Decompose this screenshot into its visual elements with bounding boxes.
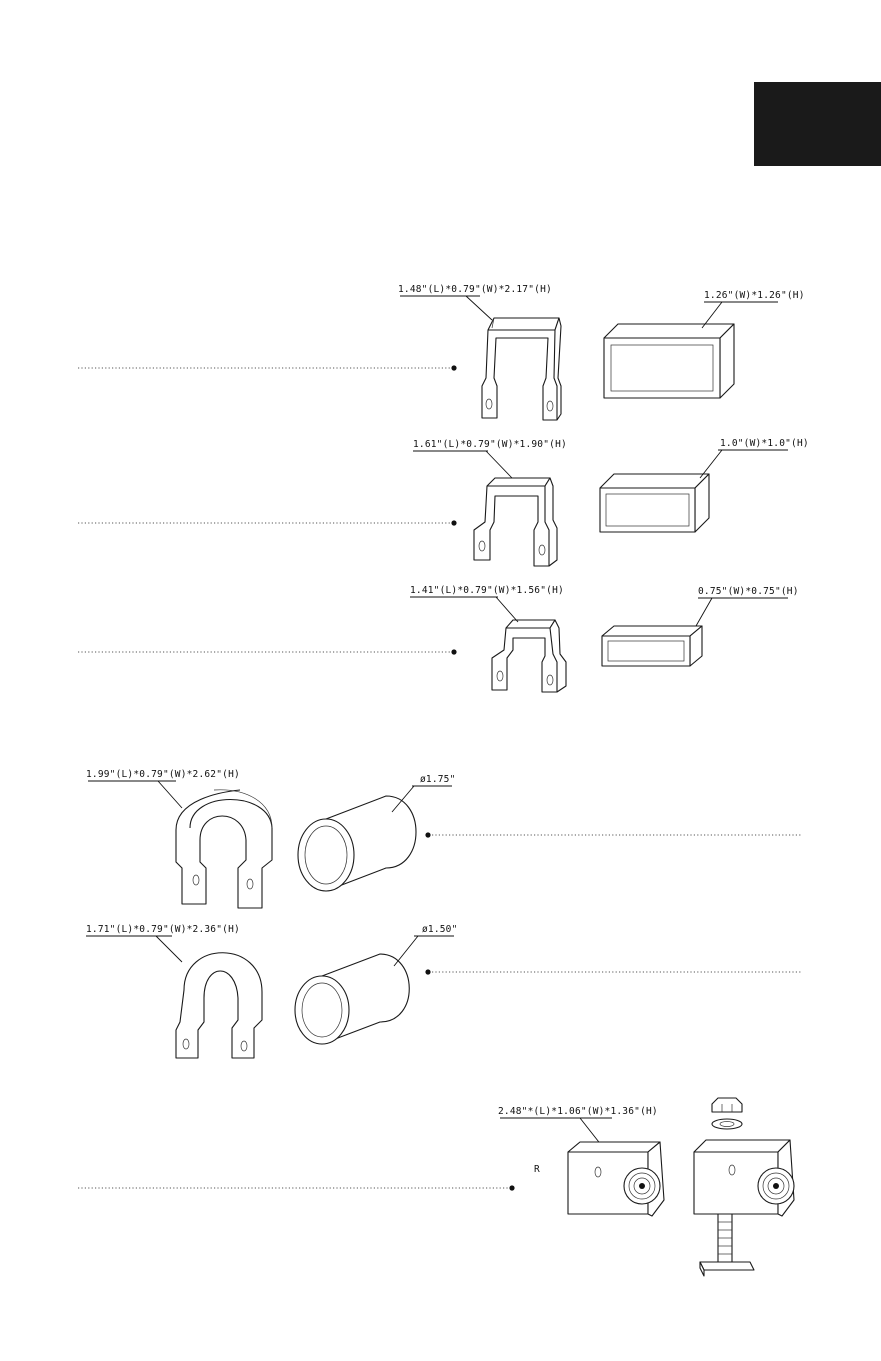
round-clamp-drawing xyxy=(176,953,262,1058)
square-tube-drawing xyxy=(604,324,734,398)
bracket-mount-drawing xyxy=(568,1142,664,1216)
square-clamp-drawing xyxy=(482,318,561,420)
dimension-label: 0.75"(W)*0.75"(H) xyxy=(698,586,799,597)
dimension-leader xyxy=(394,936,418,966)
dimension-label: 1.0"(W)*1.0"(H) xyxy=(720,438,809,449)
dimension-leader xyxy=(156,936,182,962)
leader-dotted-line xyxy=(78,520,457,525)
dimension-label: 2.48"*(L)*1.06"(W)*1.36"(H) xyxy=(498,1106,658,1117)
square-clamp-drawing xyxy=(474,478,557,566)
dimension-leader xyxy=(696,598,712,626)
side-marker: R xyxy=(534,1164,540,1175)
dimension-label: 1.48"(L)*0.79"(W)*2.17"(H) xyxy=(398,284,552,295)
dimension-label: 1.99"(L)*0.79"(W)*2.62"(H) xyxy=(86,769,240,780)
square-clamp-drawing xyxy=(492,620,566,692)
dimension-label: 1.71"(L)*0.79"(W)*2.36"(H) xyxy=(86,924,240,935)
dimension-leader xyxy=(700,450,722,478)
round-clamp-drawing xyxy=(176,790,272,908)
round-tube-drawing xyxy=(295,954,409,1044)
dimension-label: 1.61"(L)*0.79"(W)*1.90"(H) xyxy=(413,439,567,450)
bracket-mount-exploded-drawing xyxy=(694,1098,794,1276)
dimension-leader xyxy=(496,597,518,622)
dimension-label: ø1.50" xyxy=(422,924,458,935)
square-tube-drawing xyxy=(602,626,702,666)
round-tube-drawing xyxy=(298,796,416,891)
square-tube-drawing xyxy=(600,474,709,532)
dimension-label: 1.26"(W)*1.26"(H) xyxy=(704,290,805,301)
leader-dotted-line xyxy=(78,1185,515,1190)
dimension-label: 1.41"(L)*0.79"(W)*1.56"(H) xyxy=(410,585,564,596)
leader-dotted-line xyxy=(78,649,457,654)
leader-dotted-line xyxy=(425,832,802,837)
leader-dotted-line xyxy=(425,969,802,974)
dimension-label: ø1.75" xyxy=(420,774,456,785)
dimension-leader xyxy=(486,451,512,478)
dimension-leader xyxy=(466,296,492,320)
dimension-leader xyxy=(158,781,182,808)
leader-dotted-line xyxy=(78,365,457,370)
